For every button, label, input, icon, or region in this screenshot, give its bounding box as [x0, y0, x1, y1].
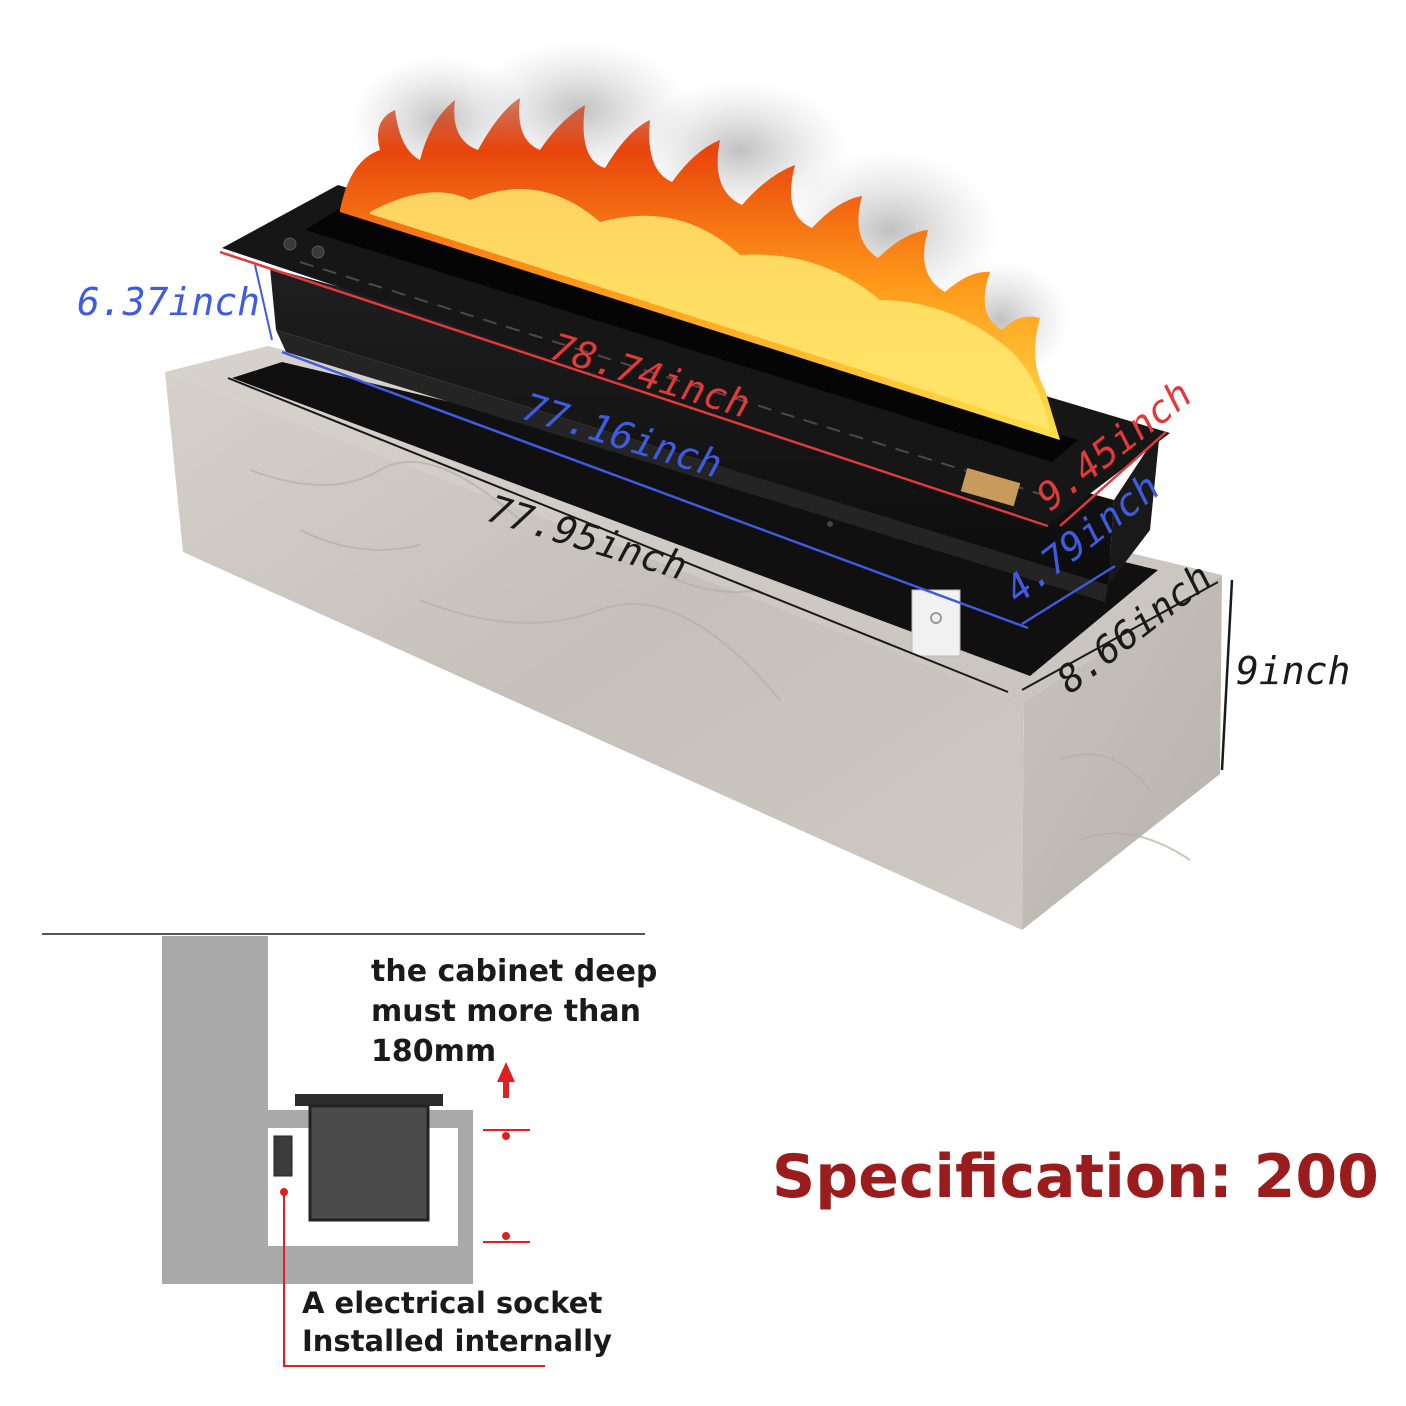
dim-line-cabinet-depth: [1021, 581, 1219, 691]
vent-dashes: [299, 261, 1041, 495]
insert-right-side: [1108, 430, 1160, 585]
flame-slot: [305, 208, 1078, 462]
fireplace-insert: [222, 185, 1170, 657]
insert-box: [308, 1104, 430, 1222]
sensor-icon: [827, 521, 833, 527]
dim-line-cabinet-height: [1220, 579, 1234, 771]
dim-line-top-depth: [1059, 431, 1167, 527]
cabinet-depth-note: the cabinet deep must more than 180mm: [371, 952, 657, 1072]
socket-holes-icon: [930, 612, 942, 624]
marble-veins: [249, 460, 1191, 861]
insert-front-body: [270, 268, 1114, 585]
display-panel: [960, 468, 1021, 507]
socket-note-line: Installed internally: [302, 1324, 612, 1358]
socket-note: A electrical socket Installed internally: [302, 1284, 612, 1360]
specification-label: Specification: 200: [772, 1142, 1379, 1212]
depth-marker-bottom: [502, 1232, 510, 1240]
cabinet-note-line: the cabinet deep: [371, 954, 658, 989]
cabinet-note-line: must more than: [371, 994, 642, 1029]
wall-column: [162, 936, 268, 1284]
cabinet-side-face: [1022, 575, 1222, 930]
socket-note-line: A electrical socket: [302, 1286, 603, 1320]
arrow-up-icon: [497, 1062, 515, 1098]
cabinet-note-line: 180mm: [371, 1034, 497, 1069]
insert-top-flange: [295, 1094, 443, 1106]
dim-line-height: [254, 264, 273, 341]
depth-marker-top: [502, 1132, 510, 1140]
label-cabinet-height: 9inch: [1236, 649, 1350, 693]
dim-line-body-depth: [1021, 564, 1116, 626]
control-button-icon: [311, 245, 325, 259]
control-button-icon: [283, 237, 297, 251]
socket-leader-line: [283, 1192, 545, 1367]
dim-line-body-length: [281, 350, 1029, 630]
dimension-lines: [219, 250, 1234, 771]
install-cross-section: [42, 933, 645, 1367]
label-height: 6.37inch: [77, 280, 260, 324]
socket-icon: [273, 1135, 293, 1177]
cabinet-front-face: [165, 372, 1024, 930]
socket-marker: [280, 1188, 288, 1196]
dim-line-cabinet-length: [227, 377, 1009, 693]
dim-line-top-length: [219, 250, 1049, 528]
insert-bottom-lip: [276, 330, 1108, 602]
flame-effect: [340, 40, 1070, 440]
